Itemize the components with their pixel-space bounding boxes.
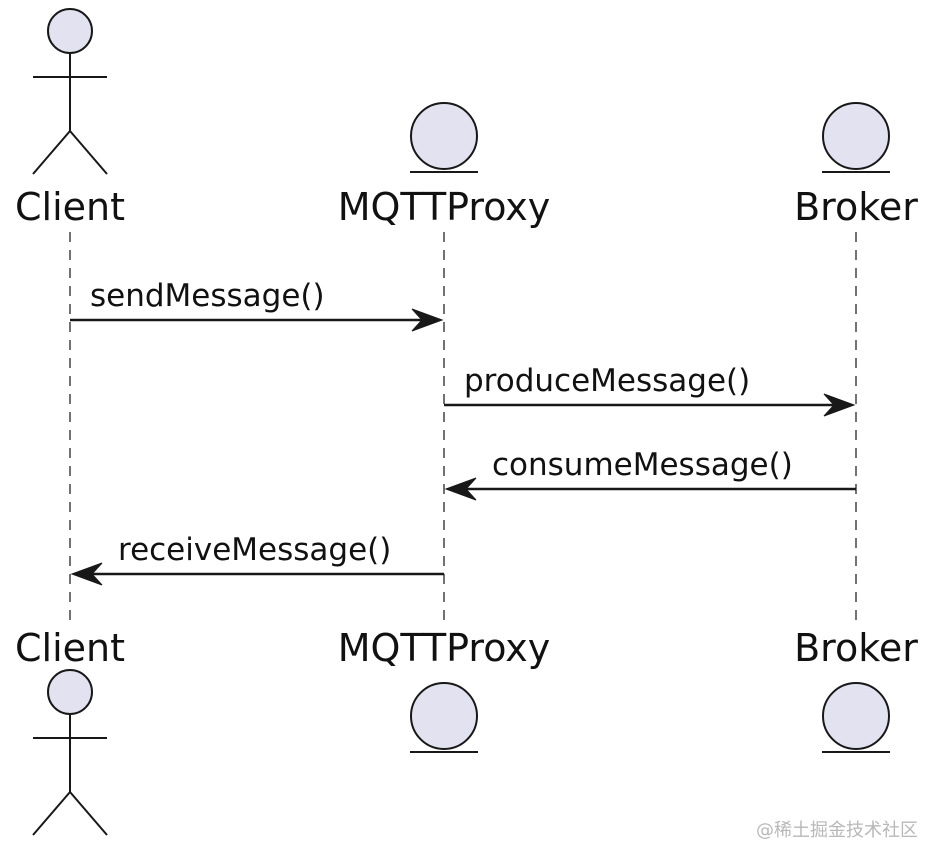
messages: sendMessage() produceMessage() consumeMess… <box>70 278 856 586</box>
entity-icon-broker-top <box>822 102 890 173</box>
entity-icon-mqttproxy-bottom <box>410 682 478 753</box>
message-label: sendMessage() <box>90 278 325 314</box>
message-label: produceMessage() <box>464 363 750 399</box>
message-0: sendMessage() <box>70 278 444 332</box>
watermark: @稀土掘金技术社区 <box>756 820 918 841</box>
participant-name-broker-top: Broker <box>794 185 918 229</box>
arrowhead-icon <box>823 393 856 417</box>
message-label: receiveMessage() <box>118 532 391 568</box>
participant-name-mqttproxy-top: MQTTProxy <box>338 185 551 229</box>
message-label: consumeMessage() <box>492 447 793 483</box>
participant-name-broker-bottom: Broker <box>794 626 918 670</box>
arrowhead-icon <box>444 477 477 501</box>
actor-icon-client-bottom <box>32 669 108 836</box>
message-3: receiveMessage() <box>70 532 444 586</box>
participant-name-mqttproxy-bottom: MQTTProxy <box>338 626 551 670</box>
arrowhead-icon <box>411 308 444 332</box>
message-1: produceMessage() <box>444 363 856 417</box>
entity-icon-broker-bottom <box>822 682 890 753</box>
participants: ClientClientMQTTProxyMQTTProxyBrokerBrok… <box>15 8 918 836</box>
actor-icon-client-top <box>32 8 108 175</box>
entity-icon-mqttproxy-top <box>410 102 478 173</box>
arrowhead-icon <box>70 562 103 586</box>
message-2: consumeMessage() <box>444 447 856 501</box>
participant-name-client-bottom: Client <box>15 626 125 670</box>
participant-name-client-top: Client <box>15 185 125 229</box>
